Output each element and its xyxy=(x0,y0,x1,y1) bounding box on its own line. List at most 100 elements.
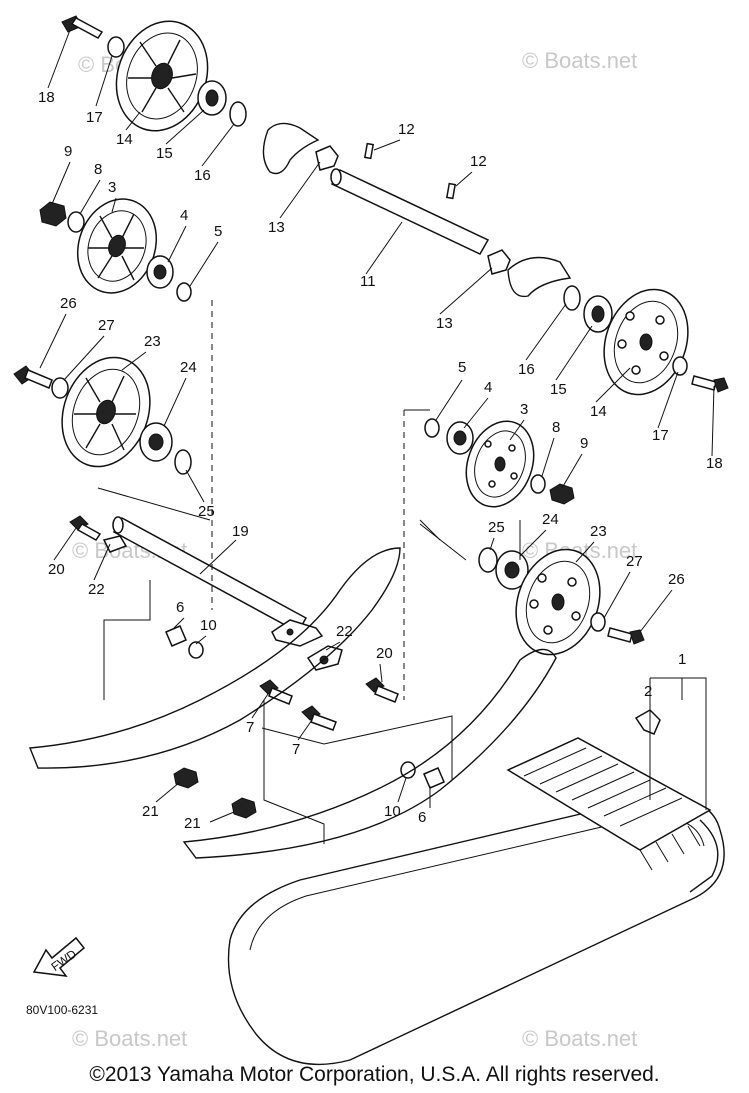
wheel-14-right xyxy=(603,288,689,396)
callout-6: 6 xyxy=(418,809,426,826)
bracket-13-lower xyxy=(487,249,511,275)
washer-17-right xyxy=(672,356,688,376)
washer-27-left xyxy=(51,377,69,399)
leader-lines xyxy=(39,29,715,823)
callout-7: 7 xyxy=(246,719,254,736)
callout-6: 6 xyxy=(176,599,184,616)
callout-27: 27 xyxy=(626,553,643,570)
shaft-11 xyxy=(330,168,490,255)
callout-9: 9 xyxy=(580,435,588,452)
callout-17: 17 xyxy=(652,427,669,444)
watermark: © Boats.net xyxy=(522,48,637,73)
track-assembly-1 xyxy=(227,737,725,1066)
callout-17: 17 xyxy=(86,109,103,126)
slide-rail-left xyxy=(29,547,401,769)
callout-16: 16 xyxy=(194,167,211,184)
callout-18: 18 xyxy=(38,89,55,106)
callout-25: 25 xyxy=(488,519,505,536)
washer-10-right xyxy=(400,761,416,779)
callout-3: 3 xyxy=(108,179,116,196)
wheel-3-right xyxy=(465,420,535,508)
callout-8: 8 xyxy=(552,419,560,436)
callout-9: 9 xyxy=(64,143,72,160)
nut-21-right xyxy=(231,797,257,819)
bolt-26-left xyxy=(13,365,53,389)
callout-13: 13 xyxy=(436,315,453,332)
callout-21: 21 xyxy=(142,803,159,820)
guide-line xyxy=(97,487,453,844)
callout-21: 21 xyxy=(184,815,201,832)
callout-27: 27 xyxy=(98,317,115,334)
circlip-25-left xyxy=(174,449,192,475)
bearing-4-right xyxy=(446,421,474,455)
circlip-5-right xyxy=(424,418,440,438)
callout-3: 3 xyxy=(520,401,528,418)
washer-8-left xyxy=(67,211,85,233)
copyright-notice: ©2013 Yamaha Motor Corporation, U.S.A. A… xyxy=(89,1063,660,1086)
callout-15: 15 xyxy=(550,381,567,398)
callout-2: 2 xyxy=(644,683,652,700)
pin-12-a xyxy=(363,142,375,160)
callout-4: 4 xyxy=(180,207,188,224)
callout-5: 5 xyxy=(214,223,222,240)
frame-outline-upper-right xyxy=(507,256,572,298)
callout-18: 18 xyxy=(706,455,723,472)
callout-11: 11 xyxy=(360,273,376,290)
callout-4: 4 xyxy=(484,379,492,396)
callout-14: 14 xyxy=(590,403,607,420)
callout-14: 14 xyxy=(116,131,133,148)
washer-27-right xyxy=(590,612,606,632)
callout-15: 15 xyxy=(156,145,173,162)
nut-21-left xyxy=(173,767,199,789)
callout-20: 20 xyxy=(48,561,65,578)
nut-9-right xyxy=(549,483,575,505)
bearing-15-right xyxy=(583,295,613,333)
bearing-15-upper xyxy=(197,80,227,116)
bearing-24-right xyxy=(495,550,529,590)
callout-7: 7 xyxy=(292,741,300,758)
bolt-18-right xyxy=(691,375,729,393)
callout-labels: 18 17 14 15 16 9 8 3 4 5 26 27 23 24 25 … xyxy=(38,89,723,832)
wheel-14-upper xyxy=(115,20,209,132)
callout-16: 16 xyxy=(518,361,535,378)
fwd-arrow-icon: FWD xyxy=(32,936,86,977)
bolt-18-left xyxy=(61,15,104,39)
shaft-19 xyxy=(102,516,308,634)
callout-13: 13 xyxy=(268,219,285,236)
bearing-4-upper-left xyxy=(146,255,174,289)
bolt-7-b xyxy=(301,705,337,731)
wheel-23-left xyxy=(61,356,151,468)
slide-rail-right xyxy=(182,648,557,859)
callout-26: 26 xyxy=(60,295,77,312)
callout-1: 1 xyxy=(678,651,686,668)
washer-17-left xyxy=(107,36,125,58)
bolt-20-left xyxy=(69,515,102,541)
guide-line xyxy=(404,409,521,561)
bolt-20-right xyxy=(365,677,399,703)
callout-bracket-1 xyxy=(649,677,707,810)
bracket-13-upper xyxy=(315,145,339,171)
callout-23: 23 xyxy=(590,523,607,540)
nut-9-left xyxy=(39,201,67,227)
pin-12-b xyxy=(445,182,457,200)
circlip-16-right xyxy=(563,285,581,311)
callout-12: 12 xyxy=(398,121,415,138)
diagram-code: 80V100-6231 xyxy=(26,1003,98,1017)
collar-6-right xyxy=(423,767,445,789)
washer-10-left xyxy=(188,641,204,659)
bearing-24-left xyxy=(139,422,173,462)
frame-outline-upper-left xyxy=(262,122,320,175)
bolt-26-right xyxy=(607,627,645,645)
callout-24: 24 xyxy=(542,511,559,528)
callout-10: 10 xyxy=(200,617,217,634)
callout-12: 12 xyxy=(470,153,487,170)
callout-22: 22 xyxy=(88,581,105,598)
collar-6-left xyxy=(165,625,187,647)
circlip-5-upper-left xyxy=(176,282,192,302)
circlip-25-right xyxy=(478,547,498,573)
callout-24: 24 xyxy=(180,359,197,376)
callout-19: 19 xyxy=(232,523,249,540)
callout-20: 20 xyxy=(376,645,393,662)
callout-5: 5 xyxy=(458,359,466,376)
